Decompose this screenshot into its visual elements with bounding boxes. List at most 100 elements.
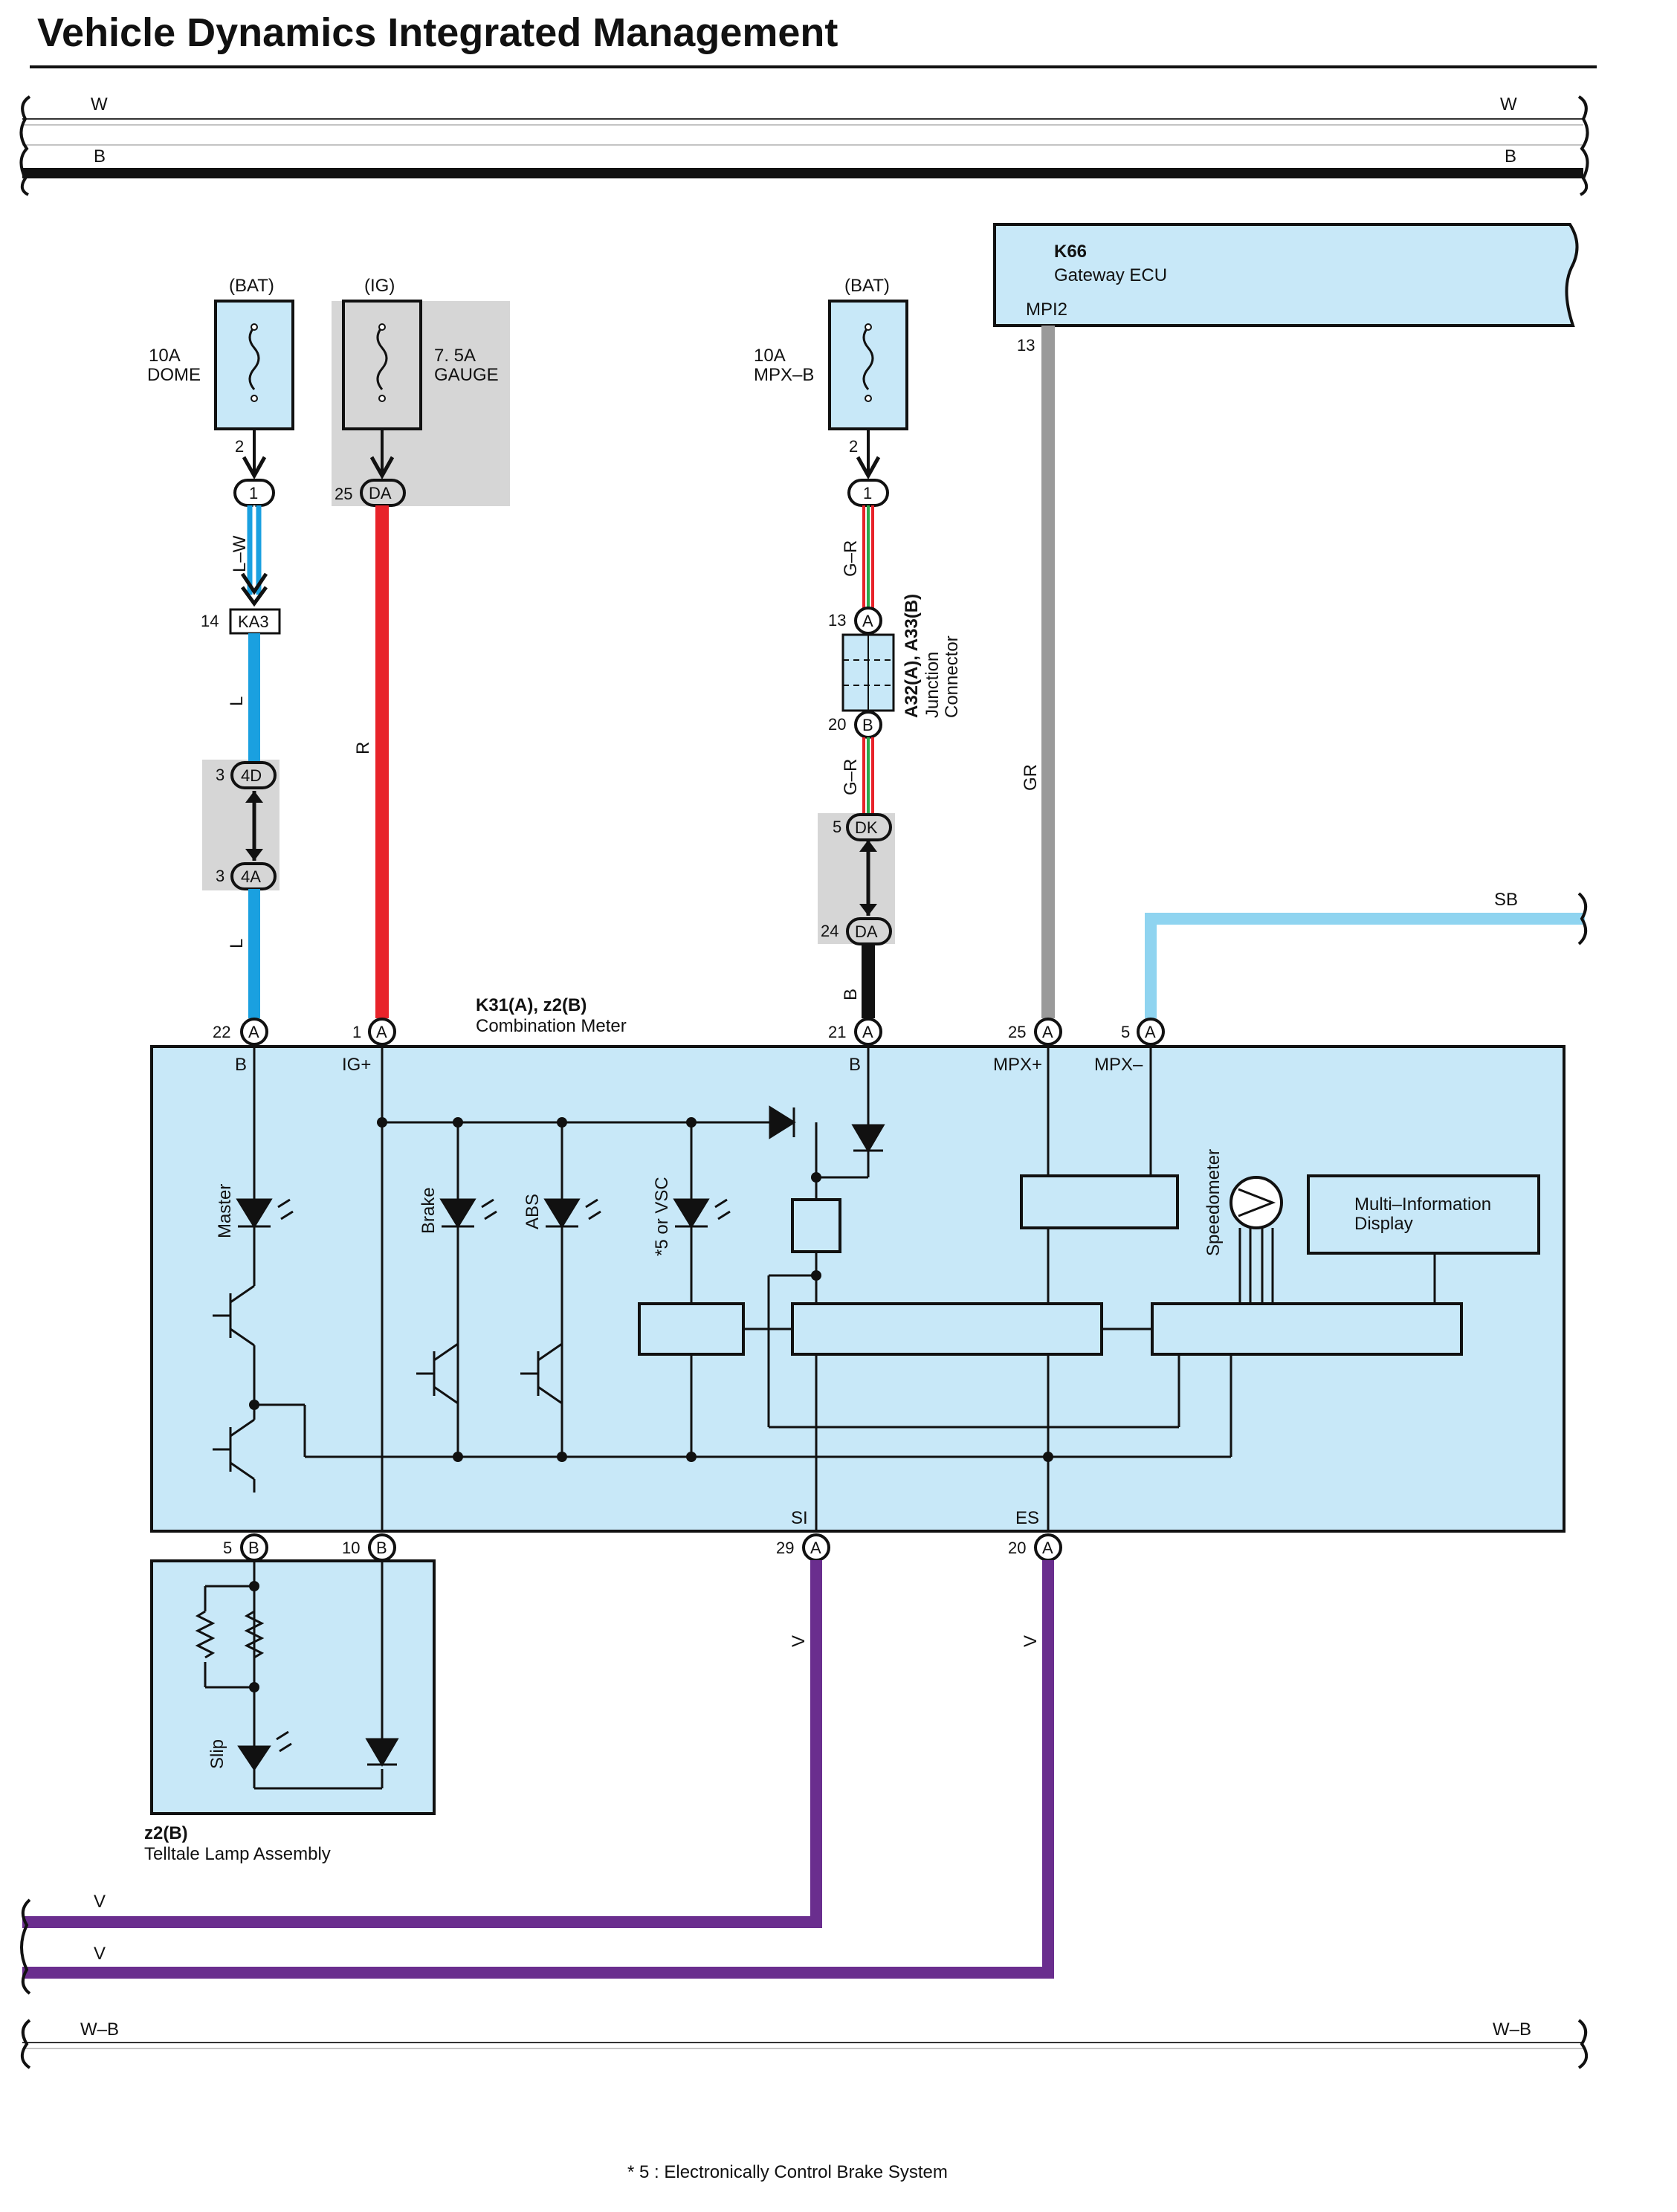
svg-text:Speedometer: Speedometer: [1203, 1149, 1224, 1256]
fuse-gauge: (IG) 7. 5A GAUGE: [342, 276, 499, 430]
svg-text:(IG): (IG): [364, 276, 395, 296]
bus-w-label-left: W: [91, 94, 108, 114]
speedometer: Speedometer: [1203, 1149, 1283, 1304]
svg-text:Brake: Brake: [419, 1187, 439, 1234]
svg-text:V: V: [1021, 1635, 1041, 1647]
svg-text:L: L: [227, 939, 247, 948]
led-master: Master: [215, 1184, 294, 1238]
svg-text:5: 5: [223, 1539, 232, 1557]
svg-text:IG+: IG+: [342, 1055, 371, 1075]
wire-mpx-chain: 2 1 G–R 13 A A32(A), A33(B) Junction Con…: [821, 429, 962, 1018]
svg-text:24: 24: [821, 922, 838, 940]
svg-text:MPX–B: MPX–B: [754, 365, 814, 385]
bus-b-label-right: B: [1505, 146, 1516, 166]
svg-text:B: B: [248, 1539, 259, 1557]
svg-text:A: A: [248, 1023, 259, 1041]
display-driver-box: [1151, 1302, 1463, 1356]
svg-text:L: L: [227, 696, 247, 706]
svg-text:A: A: [862, 612, 873, 630]
svg-text:MPX+: MPX+: [993, 1055, 1042, 1075]
diode-b: [851, 1124, 885, 1153]
svg-text:2: 2: [235, 437, 244, 456]
svg-text:A: A: [810, 1539, 821, 1557]
svg-text:21: 21: [828, 1023, 846, 1041]
led-vsc: *5 or VSC: [652, 1177, 731, 1256]
bus-break-right: [1577, 95, 1589, 196]
svg-text:SB: SB: [1494, 890, 1518, 910]
svg-text:MPX–: MPX–: [1094, 1055, 1143, 1075]
gateway-ecu: K66 Gateway ECU MPI2 13: [993, 223, 1579, 355]
page-title: Vehicle Dynamics Integrated Management: [37, 10, 838, 55]
svg-text:A: A: [1042, 1539, 1053, 1557]
svg-text:B: B: [849, 1055, 861, 1075]
meter-pin-22: 22 A B: [213, 1018, 268, 1075]
svg-text:20: 20: [828, 715, 846, 734]
bus-w-label-right: W: [1500, 94, 1517, 114]
svg-text:DOME: DOME: [147, 365, 201, 385]
diode-ig: [769, 1105, 796, 1139]
svg-text:B: B: [862, 716, 873, 734]
svg-text:V: V: [94, 1944, 106, 1964]
svg-text:V: V: [94, 1892, 106, 1912]
wire-v-si: V V: [22, 1560, 822, 1928]
fuse-mpx-b: (BAT) 10A MPX–B: [754, 276, 908, 430]
svg-text:Multi–Information: Multi–Information: [1354, 1194, 1491, 1215]
svg-text:25: 25: [1008, 1023, 1026, 1041]
svg-text:Junction: Junction: [922, 652, 943, 718]
combination-meter: K31(A), z2(B) Combination Meter 22 A B 1…: [150, 995, 1565, 1562]
svg-text:Gateway ECU: Gateway ECU: [1054, 265, 1167, 285]
svg-text:25: 25: [335, 485, 352, 503]
svg-text:K31(A), z2(B): K31(A), z2(B): [476, 995, 587, 1015]
svg-text:MPI2: MPI2: [1026, 300, 1067, 320]
svg-text:29: 29: [776, 1539, 794, 1557]
fuse-dome: (BAT) 10A DOME: [147, 276, 294, 430]
diode-telltale: [365, 1738, 399, 1767]
wire-v-es: V V: [22, 1560, 1054, 1979]
relay-box: [791, 1198, 841, 1253]
svg-text:K66: K66: [1054, 242, 1087, 262]
led-abs: ABS: [523, 1194, 601, 1229]
svg-text:3: 3: [216, 766, 224, 784]
svg-text:3: 3: [216, 867, 224, 885]
meter-bottom-pin-29: SI 29 A: [776, 1508, 830, 1562]
svg-text:10A: 10A: [754, 346, 786, 366]
svg-text:R: R: [353, 742, 373, 754]
svg-text:A: A: [1145, 1023, 1156, 1041]
wire-dome-chain: 2 1 L–W 14 KA3 L 3 4D 3 4A L: [201, 429, 281, 1018]
svg-text:G–R: G–R: [841, 759, 861, 795]
svg-text:SI: SI: [791, 1508, 808, 1528]
svg-text:Slip: Slip: [207, 1739, 227, 1769]
svg-text:DA: DA: [369, 484, 392, 502]
wire-gauge-chain: 25 DA R: [335, 429, 406, 1018]
svg-text:20: 20: [1008, 1539, 1026, 1557]
svg-text:(BAT): (BAT): [229, 276, 274, 296]
svg-text:DK: DK: [855, 818, 878, 837]
svg-text:*5 or VSC: *5 or VSC: [652, 1177, 672, 1256]
svg-text:10A: 10A: [149, 346, 181, 366]
svg-text:G–R: G–R: [841, 540, 861, 577]
bus-break-left: [19, 95, 31, 196]
svg-text:GAUGE: GAUGE: [434, 365, 499, 385]
svg-text:GR: GR: [1021, 764, 1041, 791]
wire-sb: SB: [1145, 890, 1588, 1018]
left-logic-box: [638, 1302, 745, 1356]
svg-text:A: A: [1042, 1023, 1053, 1041]
svg-text:A: A: [862, 1023, 873, 1041]
footnote: * 5 : Electronically Control Brake Syste…: [627, 2162, 948, 2182]
cpu-box: [791, 1302, 1103, 1356]
meter-bottom-pin-5: 5 B: [223, 1533, 268, 1562]
meter-pin-25: 25 A MPX+: [993, 1018, 1062, 1075]
transistors: [213, 1264, 563, 1493]
svg-text:KA3: KA3: [238, 612, 269, 631]
svg-text:B: B: [376, 1539, 387, 1557]
svg-text:1: 1: [249, 484, 258, 502]
svg-text:ABS: ABS: [523, 1194, 543, 1229]
svg-text:1: 1: [352, 1023, 361, 1041]
svg-text:Combination Meter: Combination Meter: [476, 1016, 627, 1036]
svg-text:14: 14: [201, 612, 219, 630]
svg-text:Display: Display: [1354, 1214, 1413, 1234]
multi-information-display: Multi–Information Display: [1307, 1174, 1540, 1255]
svg-text:7. 5A: 7. 5A: [434, 346, 476, 366]
svg-text:ES: ES: [1015, 1508, 1039, 1528]
